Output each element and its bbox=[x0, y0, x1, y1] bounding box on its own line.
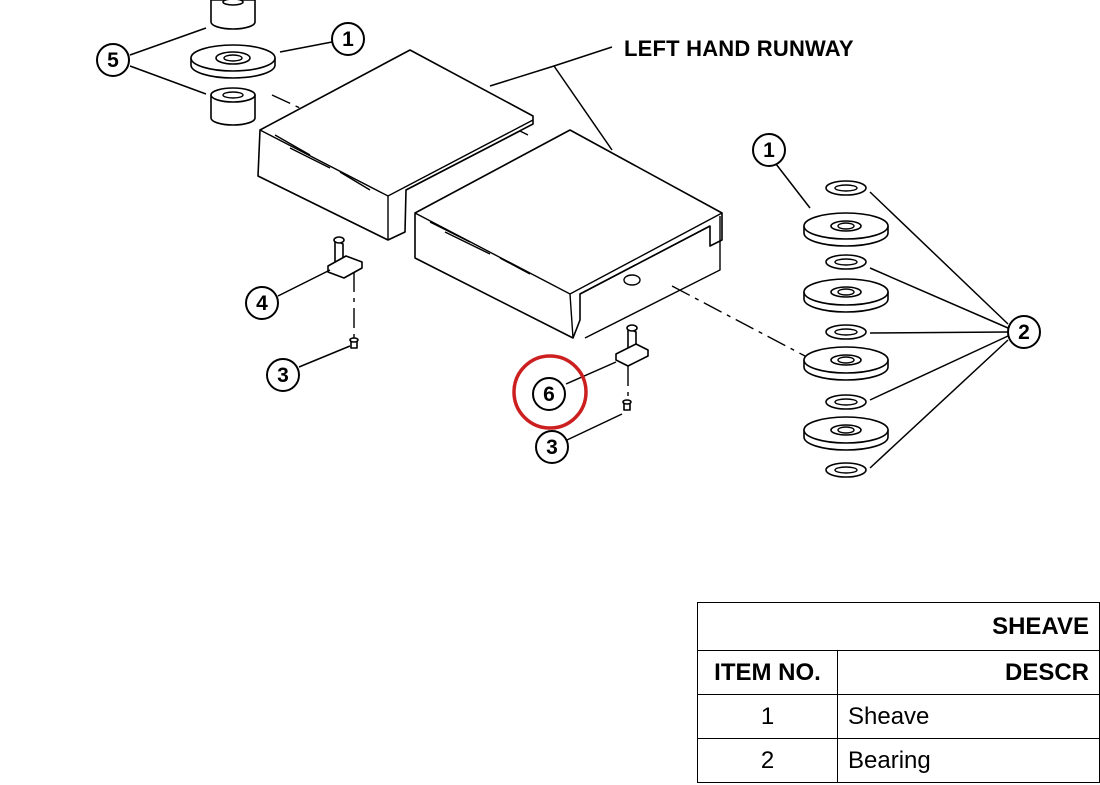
sheave bbox=[803, 212, 889, 247]
svg-text:2: 2 bbox=[1018, 321, 1030, 344]
sheave-bearing-stack bbox=[803, 180, 889, 478]
table-row: 1 Sheave bbox=[697, 694, 1100, 739]
bearing-washer bbox=[825, 462, 867, 478]
callout-balloon-3-right: 3 bbox=[535, 430, 569, 464]
svg-text:6: 6 bbox=[543, 383, 555, 406]
column-header-item-no: ITEM NO. bbox=[697, 650, 838, 695]
right-runway-section bbox=[414, 129, 806, 357]
svg-text:5: 5 bbox=[107, 49, 119, 72]
callout-balloon-5: 5 bbox=[96, 43, 130, 77]
left-runway-section bbox=[257, 49, 534, 241]
top-spacer bbox=[210, 0, 256, 30]
bearing-washer bbox=[825, 394, 867, 410]
table-row: 2 Bearing bbox=[697, 738, 1100, 783]
callout-balloon-1-top: 1 bbox=[331, 22, 365, 56]
callout-balloon-3-left: 3 bbox=[266, 358, 300, 392]
table-title: SHEAVE bbox=[697, 602, 1100, 651]
table-cell-description: Bearing bbox=[837, 738, 1100, 783]
left-pin-bracket bbox=[327, 236, 363, 349]
table-title-row: SHEAVE bbox=[697, 602, 1100, 651]
sheave bbox=[803, 346, 889, 381]
table-cell-item: 1 bbox=[697, 694, 838, 739]
svg-text:3: 3 bbox=[546, 436, 558, 459]
leader-lines bbox=[129, 27, 1009, 469]
parts-table: SHEAVE ITEM NO. DESCR 1 Sheave 2 Bearing bbox=[697, 602, 1100, 783]
callout-balloon-2: 2 bbox=[1007, 315, 1041, 349]
bearing-washer bbox=[825, 254, 867, 270]
svg-text:1: 1 bbox=[342, 28, 354, 51]
callout-balloons: 5 1 1 2 4 3 6 3 bbox=[96, 22, 1041, 464]
bearing-washer bbox=[825, 324, 867, 340]
sheave bbox=[803, 416, 889, 451]
callout-balloon-4: 4 bbox=[245, 286, 279, 320]
svg-text:3: 3 bbox=[277, 364, 289, 387]
table-header-row: ITEM NO. DESCR bbox=[697, 650, 1100, 695]
top-sheave bbox=[190, 44, 276, 79]
callout-balloon-1-right: 1 bbox=[752, 133, 786, 167]
sheave bbox=[803, 278, 889, 313]
table-cell-description: Sheave bbox=[837, 694, 1100, 739]
svg-text:1: 1 bbox=[763, 139, 775, 162]
svg-text:4: 4 bbox=[256, 292, 268, 315]
column-header-description: DESCR bbox=[837, 650, 1100, 695]
callout-balloon-6: 6 bbox=[532, 377, 566, 411]
bottom-spacer bbox=[210, 87, 256, 126]
right-pin-bracket bbox=[615, 324, 649, 411]
highlight-circle bbox=[512, 354, 588, 430]
table-cell-item: 2 bbox=[697, 738, 838, 783]
runway-label: LEFT HAND RUNWAY bbox=[624, 36, 854, 61]
bearing-washer bbox=[825, 180, 867, 196]
